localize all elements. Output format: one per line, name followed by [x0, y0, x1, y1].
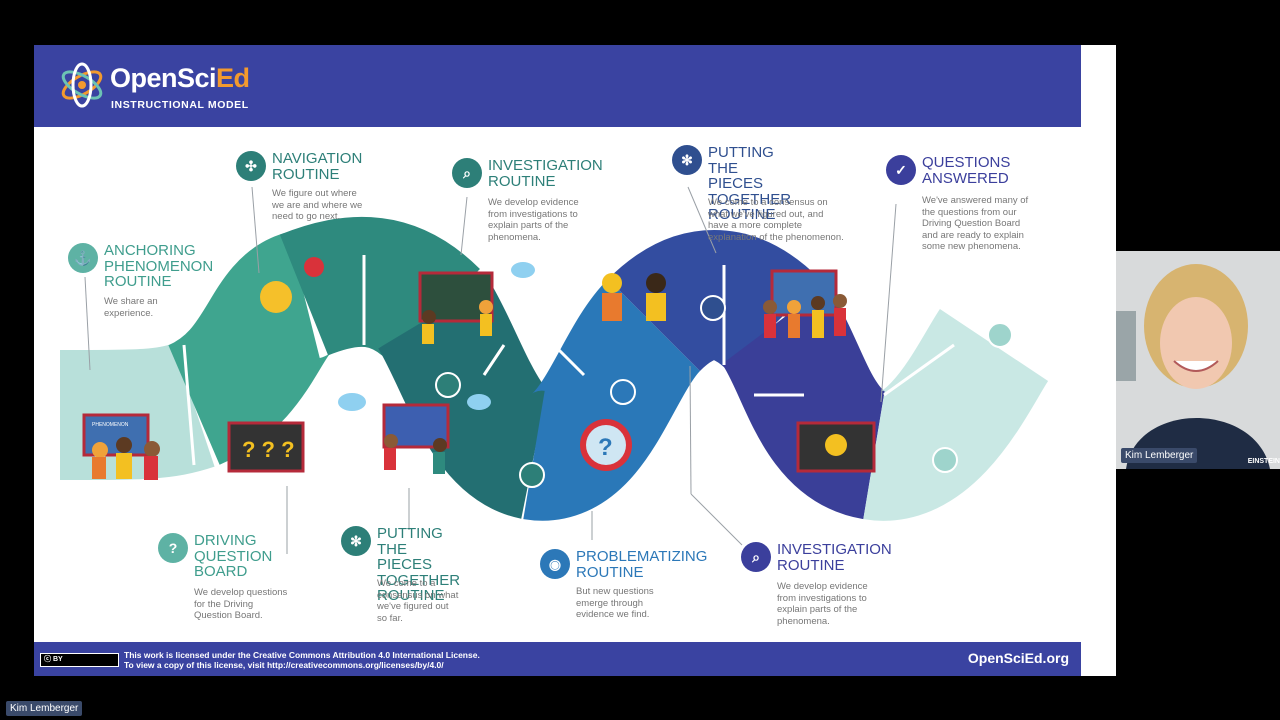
- step-description: We develop questions for the Driving Que…: [194, 587, 288, 621]
- svg-text:? ? ?: ? ? ?: [242, 437, 295, 462]
- step-title: DRIVING QUESTION BOARD: [194, 532, 273, 580]
- step-description: But new questions emerge through evidenc…: [576, 586, 654, 620]
- participant-avatar: [1116, 251, 1280, 469]
- step-description: We come to a consensus on what we've fig…: [377, 578, 459, 624]
- step-description: We develop evidence from investigations …: [488, 197, 579, 243]
- step-title: INVESTIGATION ROUTINE: [777, 541, 892, 574]
- svg-text:?: ?: [598, 434, 613, 461]
- step-title: PROBLEMATIZING ROUTINE: [576, 548, 708, 581]
- slide: OpenSciEd INSTRUCTIONAL MODEL: [34, 45, 1116, 676]
- step-description: We've answered many of the questions fro…: [922, 195, 1029, 252]
- compass-icon: ✣: [236, 151, 266, 181]
- einstein-badge: EINSTEIN: [1247, 458, 1280, 465]
- slide-footer: ⓒ BY This work is licensed under the Cre…: [34, 642, 1081, 676]
- step-title: PUTTING THE PIECES TOGETHER ROUTINE: [377, 525, 461, 604]
- step-title: ANCHORING PHENOMENON ROUTINE: [104, 242, 214, 290]
- puzzle-icon: ✻: [672, 145, 702, 175]
- logo-subtitle: INSTRUCTIONAL MODEL: [111, 99, 249, 111]
- participant-video-tile[interactable]: Kim Lemberger EINSTEIN: [1116, 251, 1280, 469]
- logo-text: OpenSciEd: [110, 63, 250, 93]
- step-description: We share an experience.: [104, 296, 158, 319]
- step-description: We come to a consensus on what we've fig…: [708, 197, 844, 243]
- step-title: NAVIGATION ROUTINE: [272, 150, 363, 183]
- anchor-icon: ⚓: [68, 243, 98, 273]
- puzzle-icon: ✻: [341, 526, 371, 556]
- magnifier-icon: ⌕: [452, 158, 482, 188]
- participant-name-label: Kim Lemberger: [1121, 448, 1198, 463]
- slide-header: OpenSciEd INSTRUCTIONAL MODEL: [34, 45, 1081, 127]
- atom-logo-icon: [61, 62, 103, 108]
- license-text: This work is licensed under the Creative…: [124, 650, 480, 670]
- site-link[interactable]: OpenSciEd.org: [967, 650, 1069, 666]
- checkmark-icon: ✓: [886, 155, 916, 185]
- step-description: We develop evidence from investigations …: [777, 581, 868, 627]
- routine-path-illustration: ? ? ? ?: [59, 186, 1049, 554]
- self-name-label: Kim Lemberger: [6, 701, 83, 716]
- magnifier-icon: ⌕: [741, 542, 771, 572]
- eye-icon: ◉: [540, 549, 570, 579]
- step-title: PUTTING THE PIECES TOGETHER ROUTINE: [708, 144, 792, 223]
- phenomenon-board-label: PHENOMENON: [92, 422, 129, 428]
- cc-license-badge: ⓒ BY: [40, 653, 119, 667]
- question-icon: ?: [158, 533, 188, 563]
- step-description: We figure out where we are and where we …: [272, 188, 363, 222]
- step-title: INVESTIGATION ROUTINE: [488, 157, 603, 190]
- step-title: QUESTIONS ANSWERED: [922, 154, 1011, 187]
